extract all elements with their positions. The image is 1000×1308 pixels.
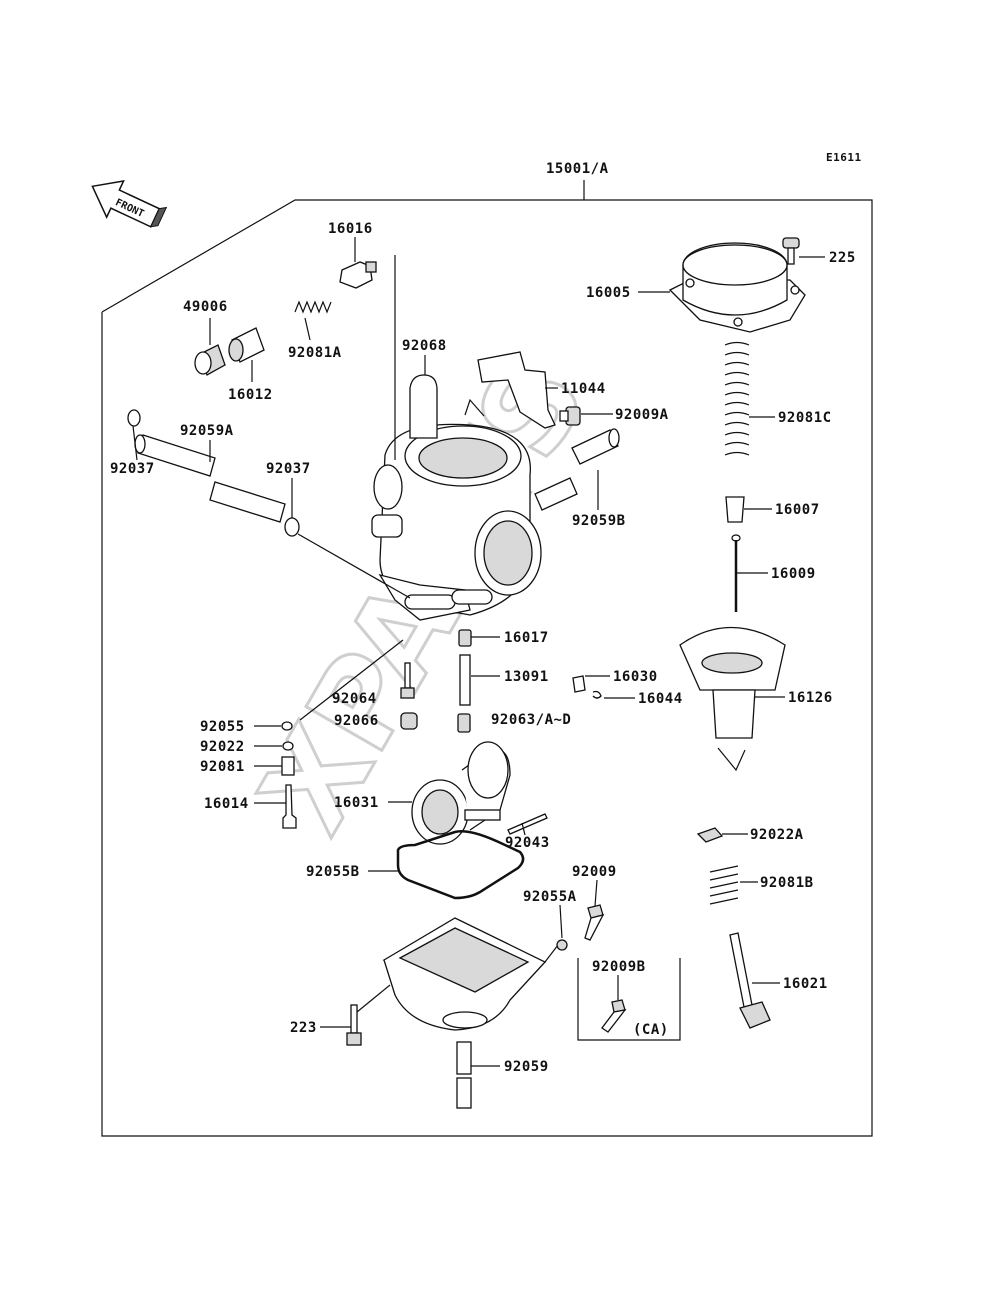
label-16012: 16012 [228,387,273,403]
part-92022A-washer [696,827,748,843]
assembly-label: 15001/A [546,161,609,177]
variant-box-ca [577,958,681,1041]
part-92066-cap [400,712,418,730]
part-13091-needle-jet [459,654,500,706]
label-92066: 92066 [334,713,379,729]
label-16031: 16031 [334,795,379,811]
part-92037-clip-b [284,478,411,599]
part-16021-throttle-screw [729,932,780,1029]
part-92081-spring [254,756,295,776]
label-92009: 92009 [572,864,617,880]
label-13091: 13091 [504,669,549,685]
part-92063-main-jet [457,713,471,733]
label-92063: 92063/A~D [491,712,571,728]
part-16126-vacuum-piston [679,626,786,772]
label-16016: 16016 [328,221,373,237]
label-16007: 16007 [775,502,820,518]
label-92055A: 92055A [523,889,577,905]
label-16126: 16126 [788,690,833,706]
label-92068: 92068 [402,338,447,354]
label-92037-b: 92037 [266,461,311,477]
diagram-code: E1611 [826,151,862,164]
label-92055B: 92055B [306,864,360,880]
label-92037-a: 92037 [110,461,155,477]
part-92037-clip-a [127,409,141,461]
part-16031-cover [388,741,511,845]
label-16005: 16005 [586,285,631,301]
label-92059: 92059 [504,1059,549,1075]
part-16012-plunger-housing [228,327,265,382]
label-92081C: 92081C [778,410,832,426]
label-92059A: 92059A [180,423,234,439]
part-16009-jet-needle [731,534,768,612]
label-16030: 16030 [613,669,658,685]
part-16030-needle [572,675,610,693]
label-92022A: 92022A [750,827,804,843]
part-92055B-gasket [368,830,525,900]
label-16014: 16014 [204,796,249,812]
part-labels: 16016 49006 92081A 16012 92068 11044 920… [110,221,856,1075]
part-92059B-tube [534,428,620,511]
label-49006: 49006 [183,299,228,315]
part-92009A-screw [559,406,613,426]
label-92081: 92081 [200,759,245,775]
part-92009-screw [584,879,605,941]
part-92055-o-ring [254,721,293,731]
part-223-screw [320,1004,362,1046]
front-arrow-icon: FRONT [91,180,168,228]
part-225-screw [782,237,825,265]
part-16044-clip [592,690,635,699]
part-92064-screw [299,639,415,721]
part-92081C-spring [724,341,775,456]
label-92009B: 92009B [592,959,646,975]
part-92081B-spring [709,865,758,905]
label-92081B: 92081B [760,875,814,891]
part-16014-pilot-screw [254,784,297,829]
label-92009A: 92009A [615,407,669,423]
label-92059B: 92059B [572,513,626,529]
part-92059-tube [456,1041,500,1109]
part-49006-cap [194,318,226,376]
label-92043: 92043 [505,835,550,851]
part-16016-plunger [339,237,377,289]
part-16005-top-cover [668,242,806,333]
part-92068-cap [409,355,438,439]
part-92055A-o-ring [556,904,568,951]
label-16044: 16044 [638,691,683,707]
part-11044-plate [464,351,558,429]
part-92059A-tube [134,434,286,523]
label-16009: 16009 [771,566,816,582]
part-16007-needle-holder [725,496,772,523]
label-92022: 92022 [200,739,245,755]
label-223: 223 [290,1020,317,1036]
float-bowl [356,917,559,1031]
label-16017: 16017 [504,630,549,646]
part-16017-jet [458,629,500,647]
label-92055: 92055 [200,719,245,735]
label-16021: 16021 [783,976,828,992]
part-92022-washer [254,741,294,751]
label-ca-variant: (CA) [633,1022,669,1038]
label-11044: 11044 [561,381,606,397]
part-92081A-spring [294,300,332,341]
label-225: 225 [829,250,856,266]
label-92064: 92064 [332,691,377,707]
assembly-frame [101,180,873,1137]
label-92081A: 92081A [288,345,342,361]
part-92043-pin [507,813,548,836]
